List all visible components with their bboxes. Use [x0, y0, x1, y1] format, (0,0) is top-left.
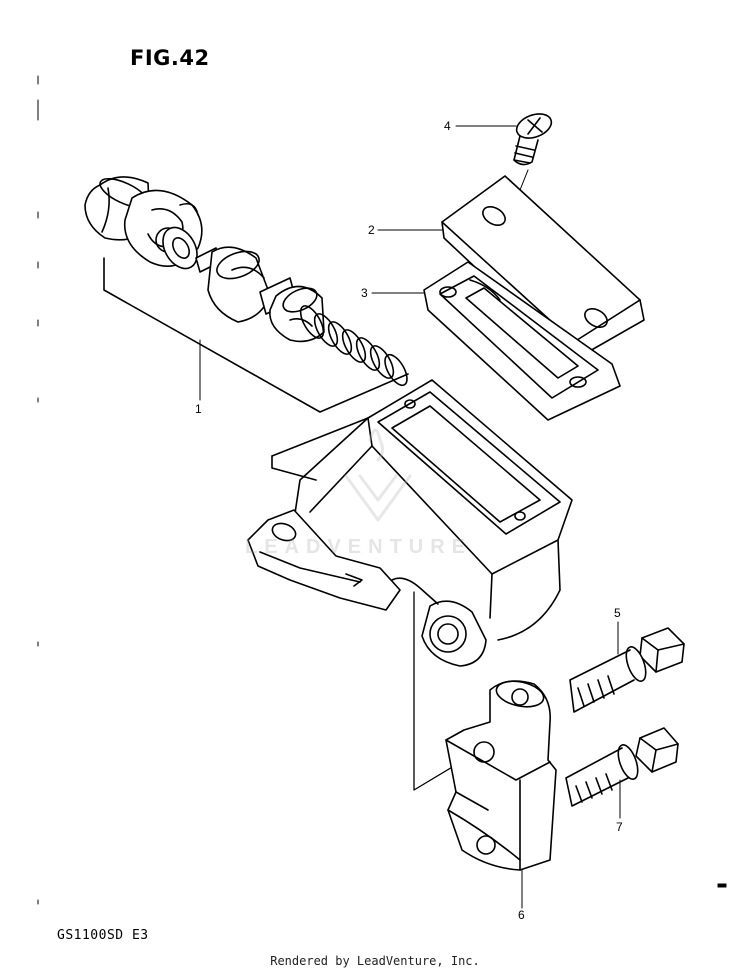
handlebar-clamp: [445, 680, 557, 871]
diaphragm: [423, 261, 621, 421]
footer-credit: Rendered by LeadVenture, Inc.: [270, 954, 480, 968]
callout-7: 7: [616, 820, 623, 834]
callout-4: 4: [444, 119, 451, 133]
watermark-emblem: [344, 428, 412, 522]
callout-1: 1: [195, 402, 202, 416]
watermark-text: LEADVENTURE: [245, 536, 473, 558]
bolt-upper: [569, 627, 685, 713]
callout-2: 2: [368, 223, 375, 237]
scan-marks: [37, 75, 727, 905]
leader-lines: [199, 125, 621, 909]
figure-title: FIG.42: [130, 46, 210, 70]
callout-6: 6: [518, 908, 525, 922]
bolt-lower: [565, 727, 679, 807]
callout-3: 3: [361, 286, 368, 300]
piston-assembly: [84, 176, 409, 413]
model-code: GS1100SD E3: [57, 928, 149, 943]
master-cylinder-body: [247, 379, 573, 791]
callout-5: 5: [614, 606, 621, 620]
spring: [299, 305, 408, 387]
